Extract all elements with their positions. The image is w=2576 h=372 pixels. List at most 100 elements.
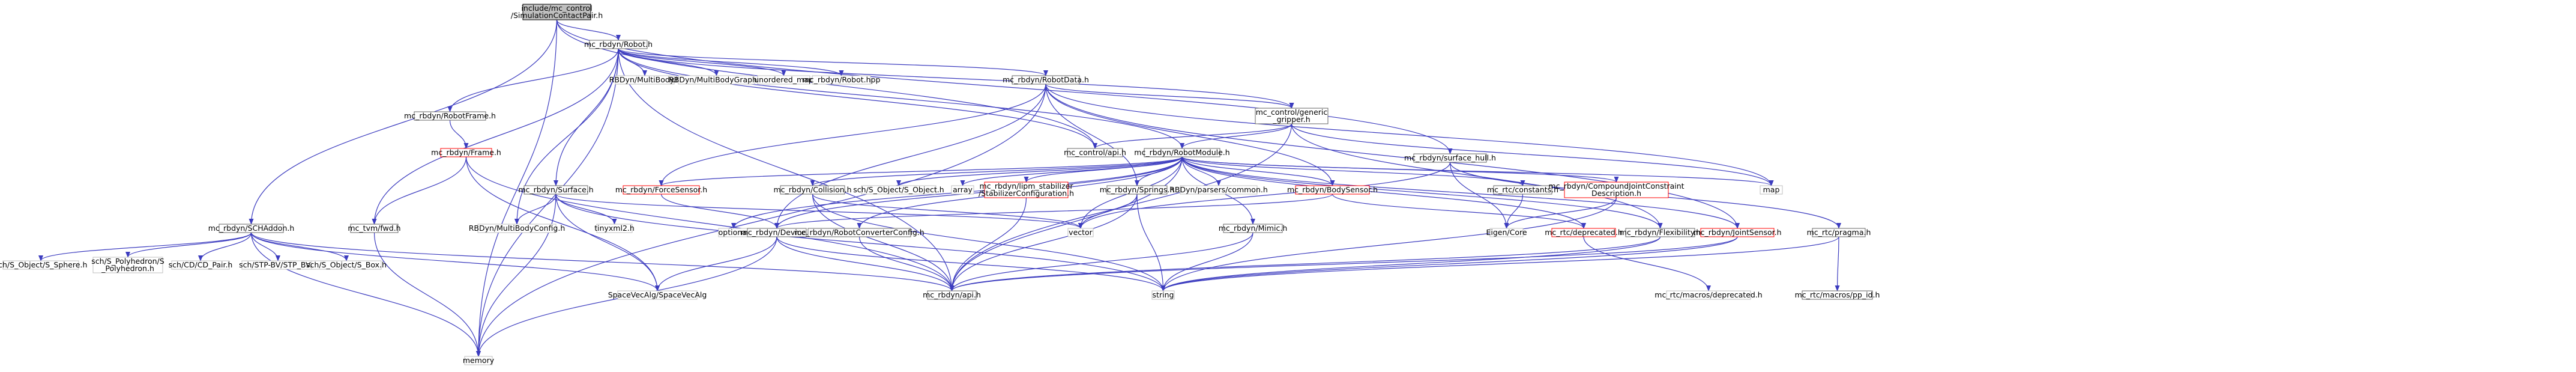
edge-compound_joint-to-string bbox=[1160, 197, 1617, 291]
node-tvm-fwd[interactable]: mc_tvm/fwd.h bbox=[348, 224, 401, 233]
edge-lipm_stab-to-rbdyn_api bbox=[949, 197, 1027, 291]
node-label: mc_rbdyn/BodySensor.h bbox=[1287, 185, 1378, 194]
edge-surface-to-string bbox=[555, 194, 1166, 291]
edge-springs-to-string bbox=[1136, 194, 1166, 291]
nodes-layer: include/mc_control/SimulationContactPair… bbox=[0, 4, 1880, 365]
node-box bbox=[523, 185, 588, 195]
node-label: _Polyhedron.h bbox=[101, 264, 154, 273]
node-tinyxml2: tinyxml2.h bbox=[594, 224, 635, 233]
node-label: RBDyn/MultiBodyGraph.h bbox=[669, 75, 764, 84]
node-box bbox=[219, 224, 284, 233]
edge-device-to-string bbox=[776, 236, 1166, 291]
node-box bbox=[927, 290, 977, 300]
edge-robotmodule-to-rbdyn_api bbox=[949, 156, 1183, 291]
node-label: mc_rbdyn/api.h bbox=[923, 290, 981, 299]
node-box bbox=[1144, 148, 1220, 157]
node-box bbox=[350, 224, 399, 233]
edge-surface-to-memory bbox=[476, 194, 557, 357]
node-label: mc_rbdyn/Robot.h bbox=[584, 40, 653, 49]
edge-robotdata-to-map bbox=[1045, 84, 1774, 186]
node-control-api[interactable]: mc_control/api.h bbox=[1064, 148, 1126, 157]
node-multibodyconfig: RBDyn/MultiBodyConfig.h bbox=[469, 224, 565, 233]
node-collision[interactable]: mc_rbdyn/Collision.h bbox=[773, 185, 852, 195]
node-robotdata[interactable]: mc_rbdyn/RobotData.h bbox=[1003, 75, 1089, 85]
node-surface-hull[interactable]: mc_rbdyn/surface_hull.h bbox=[1404, 153, 1496, 163]
node-robotconverterconfig[interactable]: mc_rbdyn/RobotConverterConfig.h bbox=[794, 228, 925, 237]
edge-robot-to-robot_hpp bbox=[618, 48, 844, 76]
node-vector: vector bbox=[1067, 228, 1094, 237]
node-box bbox=[951, 185, 974, 195]
node-mimic[interactable]: mc_rbdyn/Mimic.h bbox=[1219, 224, 1288, 233]
node-jointsensor[interactable]: mc_rbdyn/JointSensor.h bbox=[1693, 228, 1782, 237]
node-rbdyn-api[interactable]: mc_rbdyn/api.h bbox=[923, 290, 981, 300]
node-box bbox=[1012, 75, 1080, 85]
node-surface[interactable]: mc_rbdyn/Surface.h bbox=[518, 185, 594, 195]
node-label: tinyxml2.h bbox=[594, 224, 635, 233]
node-compound-joint[interactable]: mc_rbdyn/CompoundJointConstraintDescript… bbox=[1548, 181, 1685, 198]
node-springs[interactable]: mc_rbdyn/Springs.h bbox=[1100, 185, 1175, 195]
node-label: RBDyn/MultiBody.h bbox=[609, 75, 681, 84]
node-unordered-map: unordered_map bbox=[754, 75, 813, 85]
node-label: sch/CD/CD_Pair.h bbox=[169, 260, 233, 269]
edge-bodysensor-to-device bbox=[774, 194, 1333, 229]
node-forcesensor[interactable]: mc_rbdyn/ForceSensor.h bbox=[615, 185, 707, 195]
edge-jointsensor-to-string bbox=[1160, 236, 1738, 291]
edge-sch_addon-to-sch_sphere bbox=[38, 232, 252, 261]
edge-springs-to-rbdyn_api bbox=[949, 194, 1138, 291]
edge-frame-to-tvm_fwd bbox=[372, 156, 467, 225]
node-rtc-pragma[interactable]: mc_rtc/pragma.h bbox=[1807, 228, 1871, 237]
edge-collision-to-vector bbox=[812, 194, 1083, 229]
edge-robotdata-to-forcesensor bbox=[659, 84, 1046, 186]
edge-surface_hull-to-vector bbox=[1078, 162, 1451, 229]
edge-robot-to-multibodyconfig bbox=[514, 48, 619, 225]
edges-layer bbox=[38, 19, 1841, 357]
edge-robotmodule-to-device bbox=[774, 156, 1183, 229]
node-map: map bbox=[1760, 185, 1783, 195]
node-label: mc_rbdyn/RobotModule.h bbox=[1134, 148, 1229, 157]
edge-robotmodule-to-collision bbox=[810, 156, 1183, 186]
edge-device-to-rbdyn_api bbox=[776, 236, 955, 291]
node-rtc-deprecated[interactable]: mc_rtc/deprecated.h bbox=[1545, 228, 1623, 237]
node-box bbox=[1151, 290, 1175, 300]
node-box bbox=[440, 148, 492, 157]
node-label: mc_rbdyn/ForceSensor.h bbox=[615, 185, 707, 194]
node-box bbox=[1493, 185, 1552, 195]
edge-robotmodule-to-parsers_common bbox=[1181, 156, 1221, 186]
edge-robotconverterconfig-to-rbdyn_api bbox=[858, 236, 955, 291]
node-robot[interactable]: mc_rbdyn/Robot.h bbox=[584, 40, 653, 49]
node-box bbox=[984, 181, 1069, 198]
node-multibody: RBDyn/MultiBody.h bbox=[609, 75, 681, 85]
node-rtc-macros-pp-id[interactable]: mc_rtc/macros/pp_id.h bbox=[1795, 290, 1880, 300]
node-device[interactable]: mc_rbdyn/Device.h bbox=[741, 228, 813, 237]
edge-sch_addon-to-memory bbox=[250, 232, 481, 357]
node-rtc-constants[interactable]: mc_rtc/constants.h bbox=[1487, 185, 1558, 195]
node-sch-addon[interactable]: mc_rbdyn/SCHAddon.h bbox=[208, 224, 295, 233]
node-label: mc_rbdyn/Springs.h bbox=[1100, 185, 1175, 194]
edge-robotdata-to-generic_gripper bbox=[1045, 84, 1294, 109]
node-box bbox=[757, 75, 810, 85]
edge-robot-to-robotdata bbox=[618, 48, 1048, 76]
edge-root-to-memory bbox=[476, 19, 558, 357]
node-generic-gripper[interactable]: mc_control/generic_gripper.h bbox=[1255, 108, 1329, 124]
edge-surface-to-multibodyconfig bbox=[514, 194, 557, 225]
edge-jointsensor-to-rbdyn_api bbox=[949, 236, 1738, 291]
node-robotmodule[interactable]: mc_rbdyn/RobotModule.h bbox=[1134, 148, 1230, 157]
edge-flexibility-to-rbdyn_api bbox=[949, 236, 1661, 291]
node-lipm-stab[interactable]: mc_rbdyn/lipm_stabilizer/StabilizerConfi… bbox=[979, 181, 1074, 198]
node-robotframe[interactable]: mc_rbdyn/RobotFrame.h bbox=[404, 111, 496, 121]
node-flexibility[interactable]: mc_rbdyn/Flexibility.h bbox=[1620, 228, 1701, 237]
node-root: include/mc_control/SimulationContactPair… bbox=[511, 4, 603, 20]
edge-robot-to-rbdyn_api bbox=[618, 48, 955, 291]
edge-sch_addon-to-sch_cd_pair bbox=[198, 232, 252, 261]
node-frame[interactable]: mc_rbdyn/Frame.h bbox=[431, 148, 501, 157]
edge-generic_gripper-to-map bbox=[1291, 123, 1774, 186]
node-label: mc_rtc/deprecated.h bbox=[1545, 228, 1623, 237]
node-memory: memory bbox=[463, 356, 495, 365]
node-label: mc_rbdyn/RobotFrame.h bbox=[404, 111, 496, 120]
node-box bbox=[1564, 181, 1669, 198]
node-label: unordered_map bbox=[754, 75, 813, 84]
node-box bbox=[807, 228, 911, 237]
node-bodysensor[interactable]: mc_rbdyn/BodySensor.h bbox=[1287, 185, 1378, 195]
edge-rtc_pragma-to-string bbox=[1160, 236, 1839, 291]
